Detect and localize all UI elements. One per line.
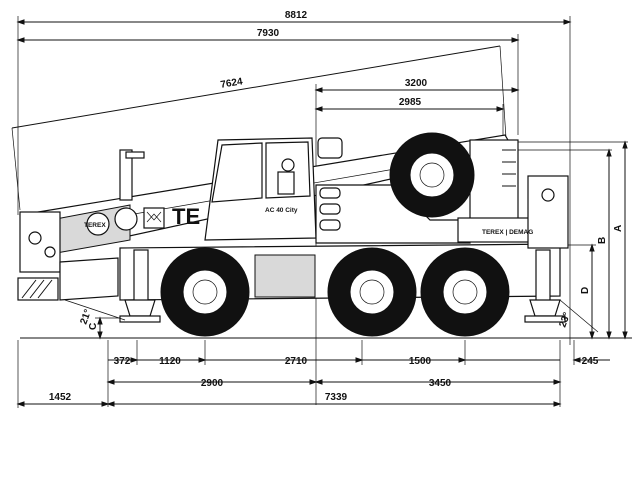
- dim-1452: 1452: [49, 392, 72, 403]
- carrier-brand-label: TEREX | DEMAG: [482, 229, 533, 236]
- boom-brand-text: TE: [172, 204, 200, 229]
- boom-logo-text: TEREX: [84, 222, 106, 229]
- branding: TE TEREX TEREX | DEMAG AC 40 City: [84, 204, 533, 236]
- superstructure: [315, 139, 549, 244]
- outriggers: [64, 299, 599, 333]
- label-d: D: [580, 287, 591, 294]
- dim-245: 245: [582, 356, 599, 367]
- operator-cab: [119, 137, 343, 241]
- spare-wheel: [389, 132, 475, 218]
- label-c: C: [88, 323, 99, 330]
- dim-upper-3200: 3200: [405, 78, 428, 89]
- dim-2710: 2710: [285, 356, 308, 367]
- dim-372: 372: [114, 356, 131, 367]
- dim-upper-2985: 2985: [399, 97, 422, 108]
- front-wheel: [160, 247, 250, 337]
- rear-wheel: [420, 247, 510, 337]
- dim-1120: 1120: [159, 356, 181, 367]
- dim-7339: 7339: [325, 392, 348, 403]
- boom-head: [17, 211, 119, 301]
- dim-overall-length: 8812: [285, 10, 308, 21]
- label-a: A: [613, 225, 624, 232]
- angle-rear-label: 23°: [557, 311, 573, 329]
- letter-labels: A B C D 21° 23°: [78, 225, 624, 330]
- cab-model-label: AC 40 City: [265, 207, 298, 214]
- dim-boom-to-front: 7930: [257, 28, 280, 39]
- dimension-values: 8812 7930 7624 3200 2985 372 1120 2710 1…: [49, 10, 599, 403]
- dim-2900: 2900: [201, 378, 224, 389]
- dim-3450: 3450: [429, 378, 452, 389]
- label-b: B: [597, 237, 608, 244]
- dim-1500: 1500: [409, 356, 432, 367]
- dim-boom-length: 7624: [220, 76, 244, 91]
- angle-front-label: 21°: [78, 308, 94, 326]
- dimension-lines: [11, 16, 632, 408]
- middle-wheel: [327, 247, 417, 337]
